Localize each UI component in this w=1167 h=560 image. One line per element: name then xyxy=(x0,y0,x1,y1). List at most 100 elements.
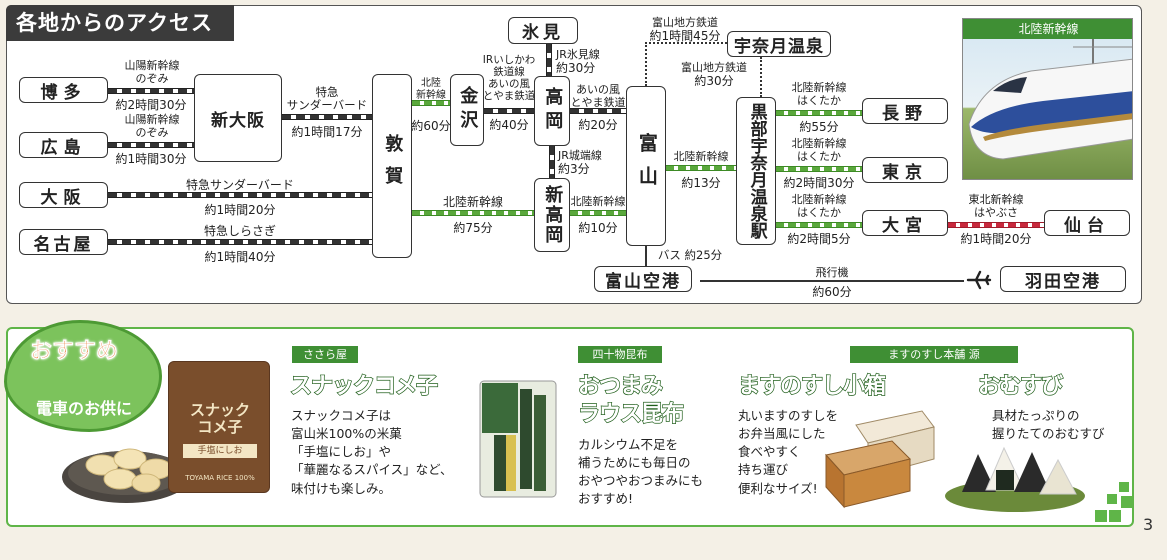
label-flight: 飛行機 xyxy=(815,266,849,279)
label-himi: JR氷見線約30分 xyxy=(556,48,600,75)
line-omiya-sendai xyxy=(948,222,1044,228)
label-toyama-unazuki: 富山地方鉄道 xyxy=(652,16,718,29)
shop-tag-aimono: 四十物昆布 xyxy=(578,346,662,363)
time-takaoka-toyama: 約20分 xyxy=(578,118,618,132)
line-flight xyxy=(700,280,964,282)
time-tsuruga-shintakaoka: 約75分 xyxy=(453,221,493,235)
recommend-subtitle: 電車のお供に xyxy=(35,399,132,418)
line-tsuruga-kanazawa xyxy=(412,100,450,106)
time-hakata: 約2時間30分 xyxy=(115,98,187,112)
line-shintakaoka-toyama xyxy=(570,210,626,216)
station-shin-osaka: 新大阪 xyxy=(194,74,282,162)
time-shinosaka: 約1時間17分 xyxy=(291,125,363,139)
label-tokyo-line: 北陸新幹線はくたか xyxy=(791,137,847,163)
line-hakata xyxy=(108,88,194,94)
shop-tag-sasaraya: ささら屋 xyxy=(292,346,358,363)
line-hiroshima xyxy=(108,142,194,148)
time-tokyo: 約2時間30分 xyxy=(783,176,855,190)
recommend-bubble xyxy=(4,320,162,432)
shop-tag-masunosushi: ますのすし本舗 源 xyxy=(850,346,1018,363)
snack-comeko-package: スナック コメ子 手塩にしお TOYAMA RICE 100% xyxy=(168,361,270,493)
omusubi-image xyxy=(944,440,1086,514)
line-bus xyxy=(645,246,647,266)
product-title-comeko: スナックコメ子 xyxy=(289,373,438,399)
time-toyama-kurobe: 約13分 xyxy=(681,176,721,190)
time-flight: 約60分 xyxy=(812,285,852,299)
station-nagano: 長野 xyxy=(862,98,948,124)
line-kanazawa-takaoka xyxy=(484,108,534,114)
line-kurobe-nagano xyxy=(776,110,862,116)
label-sendai-line: 東北新幹線はやぶさ xyxy=(968,193,1024,219)
package-sub: 手塩にしお xyxy=(183,444,257,458)
masunosushi-box-image xyxy=(820,405,940,511)
product-desc-comeko: スナックコメ子は富山米100%の米菓「手塩にしお」や「華麗なるスパイス」など、味… xyxy=(291,408,453,496)
station-tsuruga: 敦賀 xyxy=(372,74,412,258)
product-desc-omusubi: 具材たっぷりの握りたてのおむすび xyxy=(992,408,1105,442)
station-sendai: 仙台 xyxy=(1044,210,1130,236)
station-hakata: 博多 xyxy=(19,77,108,103)
time-sendai: 約1時間20分 xyxy=(960,232,1032,246)
line-kurobe-tokyo xyxy=(776,166,862,172)
label-hakata-line: 山陽新幹線のぞみ xyxy=(124,59,180,85)
label-tsuruga-kanazawa: 北陸新幹線 xyxy=(416,78,446,101)
time-hiroshima: 約1時間30分 xyxy=(115,152,187,166)
label-osaka-line: 特急サンダーバード xyxy=(186,178,294,192)
label-johana: JR城端線約3分 xyxy=(558,149,602,176)
label-takaoka-toyama: あいの風とやま鉄道 xyxy=(570,83,626,109)
station-takaoka: 高岡 xyxy=(534,76,570,146)
access-title: 各地からのアクセス xyxy=(6,5,234,41)
shinkansen-train-image xyxy=(968,29,1132,160)
rausu-kombu-package xyxy=(474,375,562,503)
label-kanazawa-takaoka: IRいしかわ鉄道線あいの風とやま鉄道 xyxy=(482,54,536,103)
airplane-icon xyxy=(966,269,992,291)
station-toyama: 富山 xyxy=(626,86,666,246)
station-shin-takaoka: 新高岡 xyxy=(534,178,570,252)
time-osaka: 約1時間20分 xyxy=(204,203,276,217)
station-hiroshima: 広島 xyxy=(19,132,108,158)
label-bus: バス 約25分 xyxy=(657,248,723,262)
line-johana xyxy=(549,146,555,178)
label-toyama-kurobe: 北陸新幹線 xyxy=(673,150,729,163)
line-chitetsu-horizontal xyxy=(645,42,727,44)
station-haneda-airport: 羽田空港 xyxy=(1000,266,1126,292)
product-title-kombu-1: おつまみ xyxy=(577,373,663,399)
time-toyama-unazuki: 約1時間45分 xyxy=(649,29,721,43)
label-hiroshima-line: 山陽新幹線のぞみ xyxy=(124,113,180,139)
photo-tag: 北陸新幹線 xyxy=(963,19,1132,39)
line-kurobe-unazuki xyxy=(760,57,762,97)
station-himi: 氷見 xyxy=(508,17,578,44)
label-omiya-line: 北陸新幹線はくたか xyxy=(791,193,847,219)
line-chitetsu-vertical xyxy=(645,42,647,86)
package-brand: TOYAMA RICE 100% xyxy=(185,474,255,482)
product-title-omusubi: おむすび xyxy=(977,373,1063,399)
station-kanazawa: 金沢 xyxy=(450,74,484,146)
label-kurobe-unazuki: 富山地方鉄道約30分 xyxy=(681,61,747,88)
line-kurobe-omiya xyxy=(776,222,862,228)
package-label: スナック コメ子 xyxy=(189,401,250,436)
time-kanazawa-takaoka: 約40分 xyxy=(489,118,529,132)
time-nagoya: 約1時間40分 xyxy=(204,250,276,264)
rice-cracker-plate-image xyxy=(60,425,192,507)
label-nagoya-line: 特急しらさぎ xyxy=(203,224,276,238)
line-himi xyxy=(546,44,552,76)
label-shintakaoka-toyama: 北陸新幹線 xyxy=(570,195,626,208)
label-shinosaka-line: 特急サンダーバード xyxy=(286,85,368,113)
time-nagano: 約55分 xyxy=(799,120,839,134)
product-title-kombu-2: ラウス昆布 xyxy=(577,401,684,427)
time-tsuruga-kanazawa: 約60分 xyxy=(411,119,451,133)
line-nagoya xyxy=(108,239,372,245)
decorative-checker xyxy=(1095,482,1135,522)
line-tsuruga-shintakaoka xyxy=(412,210,534,216)
station-kurobe-unazuki-onsen: 黒部宇奈月温泉駅 xyxy=(736,97,776,245)
time-omiya: 約2時間5分 xyxy=(787,232,851,246)
line-takaoka-toyama xyxy=(570,108,626,114)
station-osaka: 大阪 xyxy=(19,182,108,208)
line-shinosaka-tsuruga xyxy=(282,114,372,120)
line-osaka xyxy=(108,192,372,198)
product-title-masunosushi: ますのすし小箱 xyxy=(737,373,886,399)
label-tsuruga-shintakaoka: 北陸新幹線 xyxy=(442,195,503,209)
station-nagoya: 名古屋 xyxy=(19,229,108,255)
recommend-title: おすすめ xyxy=(30,339,119,365)
product-desc-kombu: カルシウム不足を補うためにも毎日のおやつやおつまみにもおすすめ! xyxy=(578,437,704,507)
label-nagano-line: 北陸新幹線はくたか xyxy=(791,81,847,107)
